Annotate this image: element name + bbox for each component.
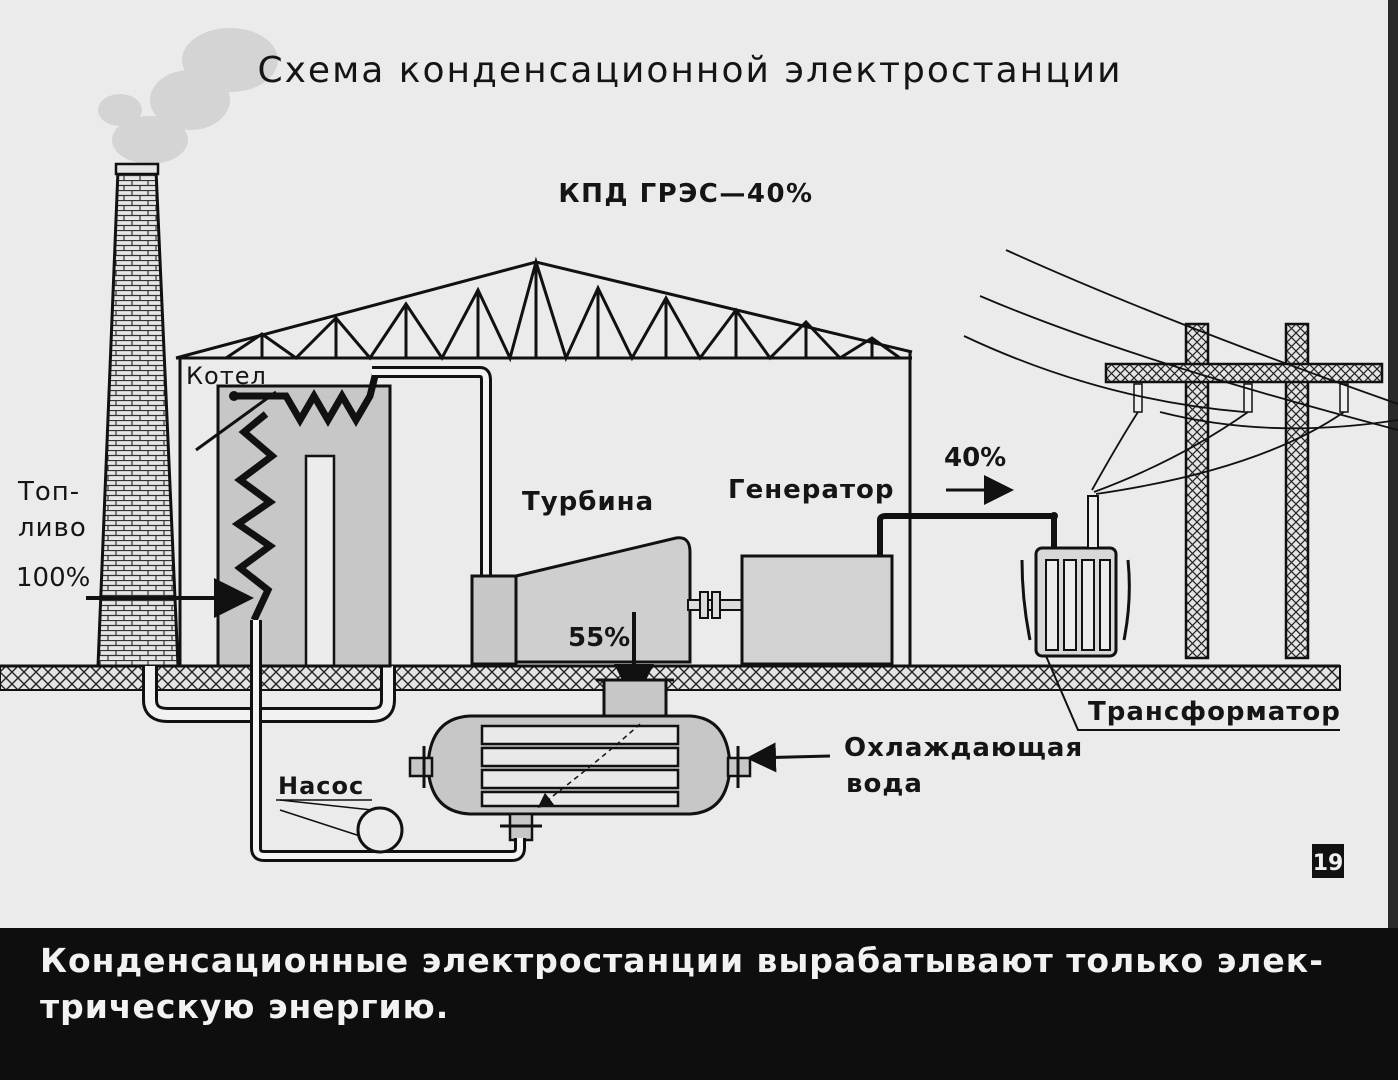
- steam-pipe: [372, 366, 492, 576]
- page-number-box: [1312, 844, 1344, 878]
- boiler: [176, 371, 392, 668]
- fuel-percent-label: 100%: [16, 563, 90, 593]
- fuel-label-line2: ливо: [18, 513, 87, 543]
- loss-percent-label: 55%: [568, 623, 630, 653]
- smoke: [98, 28, 278, 164]
- pump-label: Насос: [278, 772, 364, 800]
- power-cable: [877, 513, 1057, 556]
- page-number: 19: [1313, 851, 1344, 876]
- pump: [279, 799, 404, 854]
- transformer-label: Трансформатор: [1088, 697, 1341, 727]
- slide-caption: Конденсационные электростанции вырабатыв…: [40, 938, 1360, 1030]
- flue-duct: [142, 666, 396, 723]
- ground: [0, 664, 1341, 691]
- cooling-water-label-line1: Охлаждающая: [844, 733, 1083, 763]
- turbine-label: Турбина: [522, 487, 654, 517]
- power-lines: [963, 249, 1398, 495]
- boiler-label: Котел: [186, 362, 267, 390]
- fuel-label-line1: Топ-: [17, 477, 80, 507]
- condenser: [408, 678, 752, 842]
- transformer: [1020, 495, 1340, 731]
- efficiency-label: КПД ГРЭС—40%: [558, 179, 813, 209]
- diagram-title: Схема конденсационной электростанции: [257, 50, 1122, 91]
- turbine: [470, 536, 692, 666]
- output-percent-label: 40%: [944, 443, 1006, 473]
- feedwater-pipe: [250, 620, 526, 862]
- chimney: [96, 162, 180, 668]
- cooling-water-label-line2: вода: [846, 769, 923, 799]
- generator-label: Генератор: [728, 475, 895, 505]
- caption-line-1: Конденсационные электростанции вырабатыв…: [40, 941, 1324, 980]
- generator: [740, 554, 894, 666]
- roof-truss: [175, 256, 913, 666]
- caption-line-2: трическую энергию.: [40, 987, 450, 1026]
- cooling-water-arrow: [746, 742, 831, 773]
